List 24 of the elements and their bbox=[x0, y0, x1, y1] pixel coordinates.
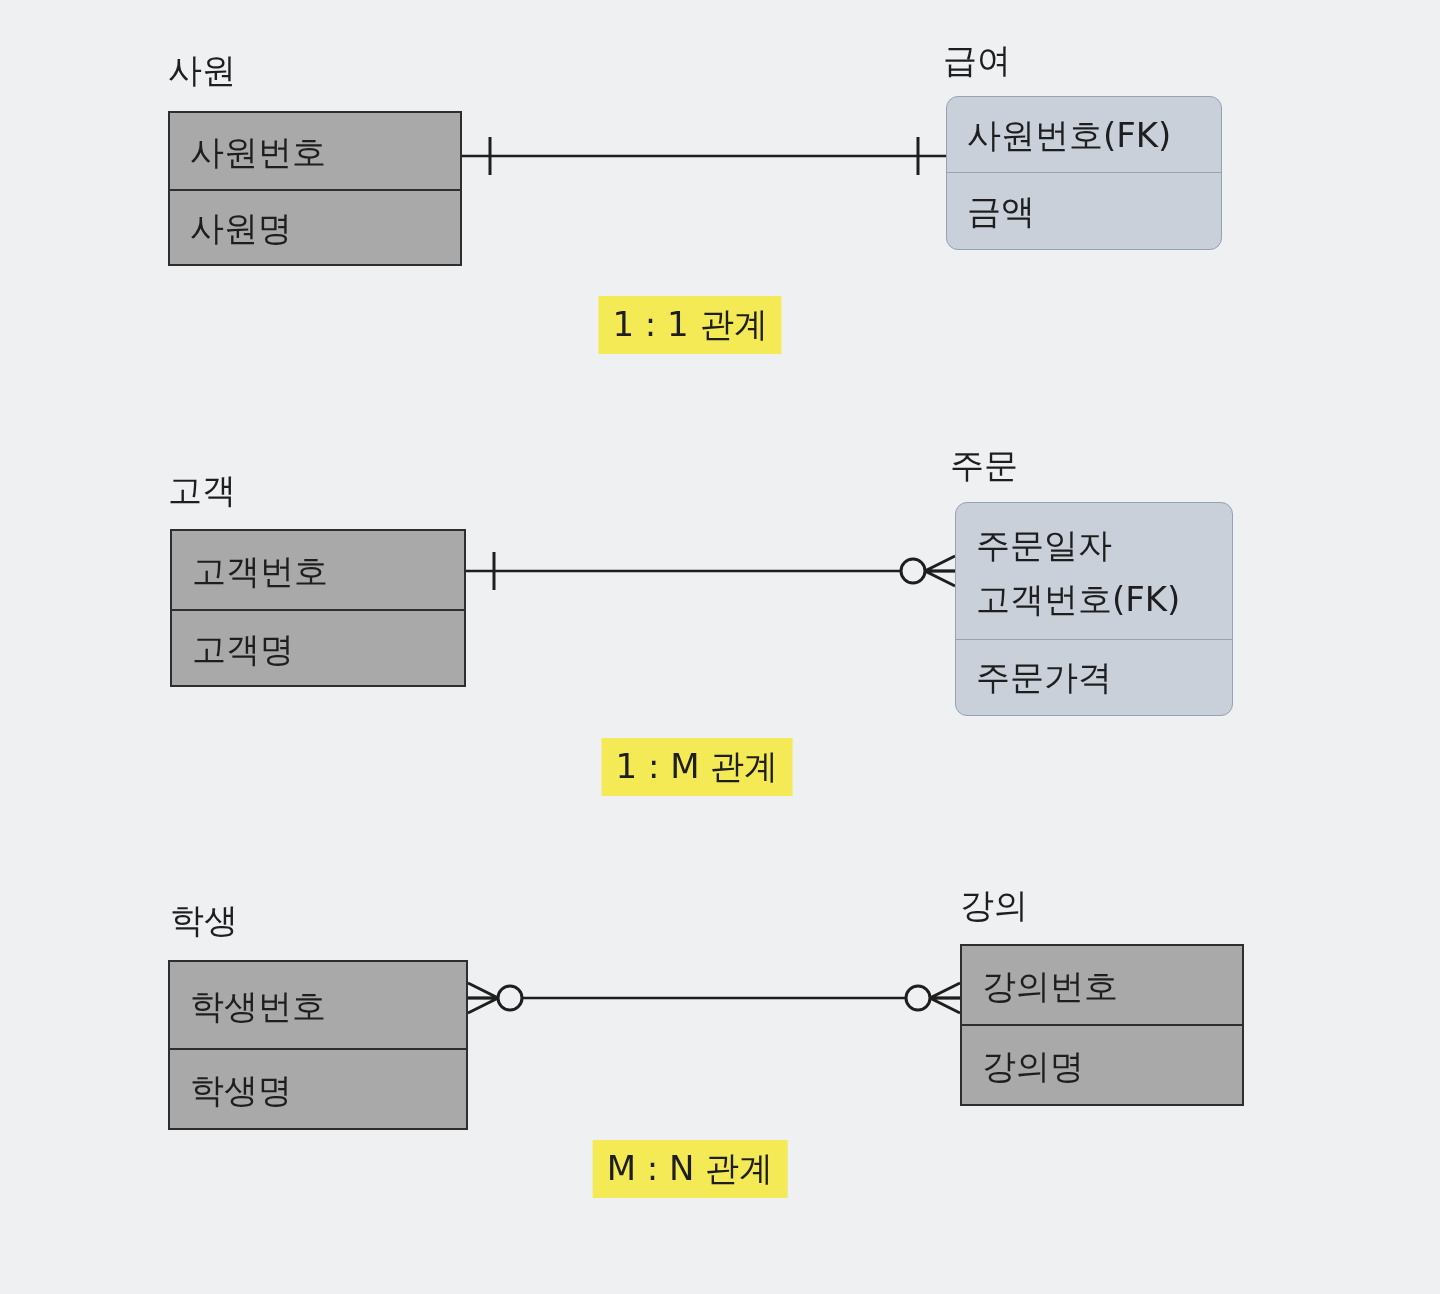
entity-name: 학생 bbox=[170, 899, 238, 942]
entity-name: 주문 bbox=[950, 444, 1018, 487]
entity-name: 고객 bbox=[168, 469, 236, 512]
relationship-label: M : N 관계 bbox=[592, 1140, 788, 1198]
attribute-name: 사원명 bbox=[190, 207, 293, 251]
entity-name: 사원 bbox=[168, 49, 236, 92]
attribute-name: 사원번호 bbox=[190, 130, 327, 174]
entity-name: 강의 bbox=[960, 884, 1028, 927]
attribute-name: 사원번호(FK) bbox=[967, 114, 1173, 158]
attribute-name: 고객명 bbox=[192, 627, 295, 671]
attribute-name: 강의번호 bbox=[982, 964, 1119, 1008]
attribute-name: 학생명 bbox=[190, 1068, 293, 1112]
attribute-name: 고객번호(FK) bbox=[976, 578, 1182, 621]
entity-name: 급여 bbox=[943, 39, 1011, 82]
attribute-name: 고객번호 bbox=[192, 549, 329, 593]
relationship-label: 1 : M 관계 bbox=[601, 738, 793, 796]
attribute-name: 주문일자 bbox=[976, 523, 1113, 567]
attribute-name: 주문가격 bbox=[976, 656, 1113, 700]
attribute-name: 강의명 bbox=[982, 1044, 1085, 1088]
relationship-label: 1 : 1 관계 bbox=[598, 296, 782, 354]
relationship-line bbox=[462, 135, 946, 177]
attribute-name: 학생번호 bbox=[190, 984, 327, 1028]
relationship-line bbox=[466, 550, 957, 592]
attribute-name: 금액 bbox=[967, 189, 1036, 233]
